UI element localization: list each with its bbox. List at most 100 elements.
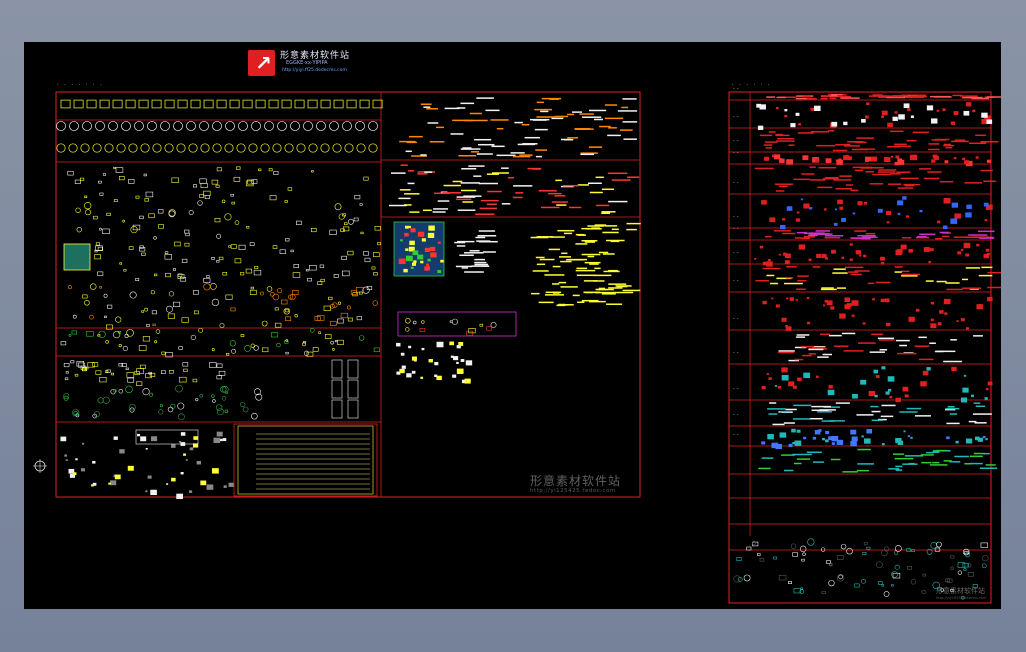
cad-symbol: [960, 248, 964, 251]
cad-symbol: [119, 262, 123, 265]
cad-text-line: [803, 95, 811, 98]
cad-text-line: [617, 110, 638, 112]
cad-text-line: [541, 97, 562, 100]
cad-symbol: [211, 179, 219, 185]
cad-symbol: [158, 409, 164, 415]
cad-symbol: [894, 111, 898, 114]
cad-symbol: [410, 266, 414, 269]
cad-symbol: [896, 249, 903, 254]
cad-symbol: [285, 339, 289, 342]
cad-symbol: [440, 259, 444, 263]
cad-symbol: [307, 99, 318, 109]
cad-text-line: [946, 422, 960, 425]
cad-symbol: [216, 167, 222, 172]
cad-text-line: [843, 350, 864, 352]
right-sheet-watermark-url: http://yiyi.ff25.dedecms.com: [936, 596, 987, 600]
cad-text-line: [895, 469, 903, 471]
cad-symbol: [910, 436, 913, 439]
cad-text-line: [399, 189, 411, 191]
cad-symbol: [449, 341, 454, 346]
cad-text-line: [604, 225, 618, 227]
cad-text-line: [969, 288, 979, 290]
cad-text-line: [480, 199, 499, 202]
cad-symbol: [799, 545, 807, 553]
cad-text-line: [390, 172, 406, 174]
cad-symbol: [368, 143, 378, 153]
cad-symbol: [192, 443, 199, 448]
cad-symbol: [926, 105, 934, 111]
cad-symbol: [145, 490, 148, 493]
cad-symbol: [843, 121, 848, 126]
cad-symbol: [360, 231, 364, 235]
cad-text-line: [591, 227, 600, 229]
cad-symbol: [258, 168, 262, 172]
cad-symbol: [920, 381, 927, 387]
cad-text-line: [583, 291, 601, 294]
cad-symbol: [884, 546, 890, 552]
drawing-canvas[interactable]: ↗ 形意素材软件站 EGGKE·xx·YIPIPA http://yiyi.ff…: [24, 42, 1001, 609]
cad-text-line: [793, 178, 811, 181]
cad-symbol: [171, 177, 179, 183]
cad-text-line: [936, 350, 956, 353]
cad-symbol: [838, 574, 843, 580]
cad-symbol: [766, 261, 773, 267]
cad-text-line: [969, 462, 983, 465]
cad-symbol: [121, 363, 127, 367]
cad-symbol: [404, 232, 409, 237]
cad-symbol: [112, 99, 123, 109]
cad-text-line: [577, 301, 585, 304]
cad-text-line: [554, 195, 566, 197]
left-sheet-border: [55, 91, 641, 498]
cad-symbol: [212, 468, 219, 474]
cad-symbol: [307, 277, 312, 282]
cad-text-line: [408, 135, 423, 138]
cad-text-line: [555, 179, 563, 182]
cad-symbol: [221, 396, 227, 401]
car-block: [347, 399, 359, 419]
cad-symbol: [807, 538, 815, 546]
cad-text-line: [456, 196, 476, 198]
cad-symbol: [224, 409, 229, 414]
cad-symbol: [355, 287, 364, 293]
cad-symbol: [60, 341, 67, 346]
cad-symbol: [196, 460, 202, 465]
cad-symbol: [743, 574, 751, 582]
cad-symbol: [986, 159, 991, 163]
cad-text-line: [604, 117, 624, 120]
cad-text-line: [496, 154, 516, 157]
cad-text-line: [576, 274, 596, 277]
cad-symbol: [249, 242, 255, 246]
cad-text-line: [478, 182, 498, 185]
cad-symbol: [840, 543, 847, 550]
cad-symbol: [965, 212, 972, 218]
cad-symbol: [932, 581, 940, 590]
cad-symbol: [825, 158, 832, 164]
cad-symbol: [95, 242, 100, 246]
cad-symbol: [424, 247, 431, 253]
cad-symbol: [222, 271, 228, 276]
cad-symbol: [128, 179, 135, 184]
cad-text-line: [811, 346, 826, 349]
cad-symbol: [190, 334, 196, 341]
cad-symbol: [245, 180, 254, 187]
cad-text-line: [764, 236, 772, 238]
cad-symbol: [767, 259, 771, 262]
cad-text-line: [980, 141, 999, 143]
cad-text-line: [964, 182, 983, 184]
cad-symbol: [944, 312, 948, 315]
cad-symbol: [977, 437, 983, 442]
cad-text-line: [604, 104, 618, 106]
cad-text-line: [809, 166, 816, 168]
cad-text-line: [574, 128, 594, 130]
cad-text-line: [580, 153, 595, 156]
cad-symbol: [118, 363, 123, 367]
cad-symbol: [880, 298, 885, 303]
cad-symbol: [272, 245, 278, 249]
cad-text-line: [563, 232, 573, 235]
cad-text-line: [901, 270, 910, 273]
cad-text-line: [777, 137, 795, 140]
cad-symbol: [314, 316, 321, 321]
cad-symbol: [244, 345, 251, 352]
cad-text-line: [477, 235, 497, 237]
